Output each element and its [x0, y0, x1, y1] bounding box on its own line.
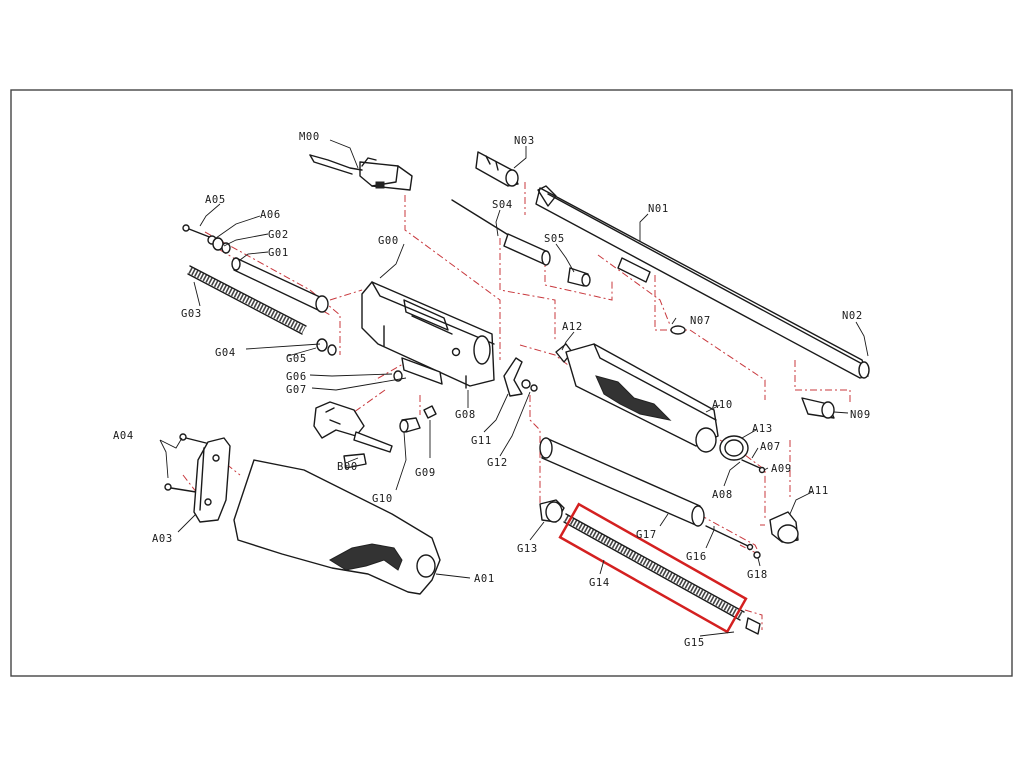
label-a01: A01: [474, 573, 495, 585]
label-b00: B00: [337, 461, 358, 473]
label-s05: S05: [544, 233, 565, 245]
leader-lines: [159, 139, 869, 637]
label-g06: G06: [286, 371, 307, 383]
label-a07: A07: [760, 441, 781, 453]
label-a10: A10: [712, 399, 733, 411]
part-g09: [423, 405, 437, 419]
label-g16: G16: [686, 551, 707, 563]
part-labels: M00 N03 S04 N01 S05 A05 A06 G02 G01 G00 …: [113, 131, 871, 649]
part-m00-bolt: [309, 154, 413, 191]
label-g00: G00: [378, 235, 399, 247]
label-a06: A06: [260, 209, 281, 221]
label-m00: M00: [299, 131, 320, 143]
label-s04: S04: [492, 199, 513, 211]
part-g03-spring: [187, 265, 307, 335]
label-g02: G02: [268, 229, 289, 241]
part-g10: [399, 417, 421, 433]
label-g13: G13: [517, 543, 538, 555]
part-g11-g12: [503, 357, 538, 397]
label-a03: A03: [152, 533, 173, 545]
label-n02: N02: [842, 310, 863, 322]
label-g01: G01: [268, 247, 289, 259]
label-a05: A05: [205, 194, 226, 206]
label-g05: G05: [286, 353, 307, 365]
part-g01: [231, 257, 329, 313]
label-g17: G17: [636, 529, 657, 541]
part-g05: [316, 338, 337, 356]
part-a13: [719, 435, 749, 461]
label-a12: A12: [562, 321, 583, 333]
label-a08: A08: [712, 489, 733, 501]
label-g08: G08: [455, 409, 476, 421]
label-g14: G14: [589, 577, 610, 589]
part-a03-buttplate: [193, 437, 231, 523]
label-g07: G07: [286, 384, 307, 396]
part-g16: [705, 525, 754, 551]
part-n01-barrel: [535, 185, 870, 379]
part-a01-stock: [233, 459, 441, 595]
label-g15: G15: [684, 637, 705, 649]
part-s05: [567, 267, 591, 287]
part-a10-forend: [565, 343, 719, 453]
part-a05-a06: [182, 224, 217, 245]
highlight-box-g14: [558, 502, 748, 634]
part-g18: [753, 551, 761, 559]
label-g10: G10: [372, 493, 393, 505]
label-g12: G12: [487, 457, 508, 469]
label-n09: N09: [850, 409, 871, 421]
part-g00-receiver: [361, 281, 495, 387]
part-s04: [451, 199, 551, 266]
part-n09: [801, 397, 835, 419]
label-a09: A09: [771, 463, 792, 475]
part-n07: [670, 325, 686, 335]
label-g09: G09: [415, 467, 436, 479]
part-a11: [769, 511, 799, 544]
part-n03: [475, 151, 519, 187]
label-a11: A11: [808, 485, 829, 497]
label-g03: G03: [181, 308, 202, 320]
label-n07: N07: [690, 315, 711, 327]
label-g11: G11: [471, 435, 492, 447]
label-n03: N03: [514, 135, 535, 147]
part-g13: [539, 499, 565, 523]
label-g18: G18: [747, 569, 768, 581]
part-g14-spring: [563, 513, 745, 621]
label-a13: A13: [752, 423, 773, 435]
part-g06-g07: [393, 357, 467, 389]
part-g15: [745, 617, 761, 635]
part-g17-tube: [539, 437, 705, 527]
part-a07-a09: [741, 459, 766, 474]
diagram-frame: [10, 89, 1013, 677]
part-b00-trigger: [313, 401, 393, 469]
label-n01: N01: [648, 203, 669, 215]
label-a04: A04: [113, 430, 134, 442]
label-g04: G04: [215, 347, 236, 359]
